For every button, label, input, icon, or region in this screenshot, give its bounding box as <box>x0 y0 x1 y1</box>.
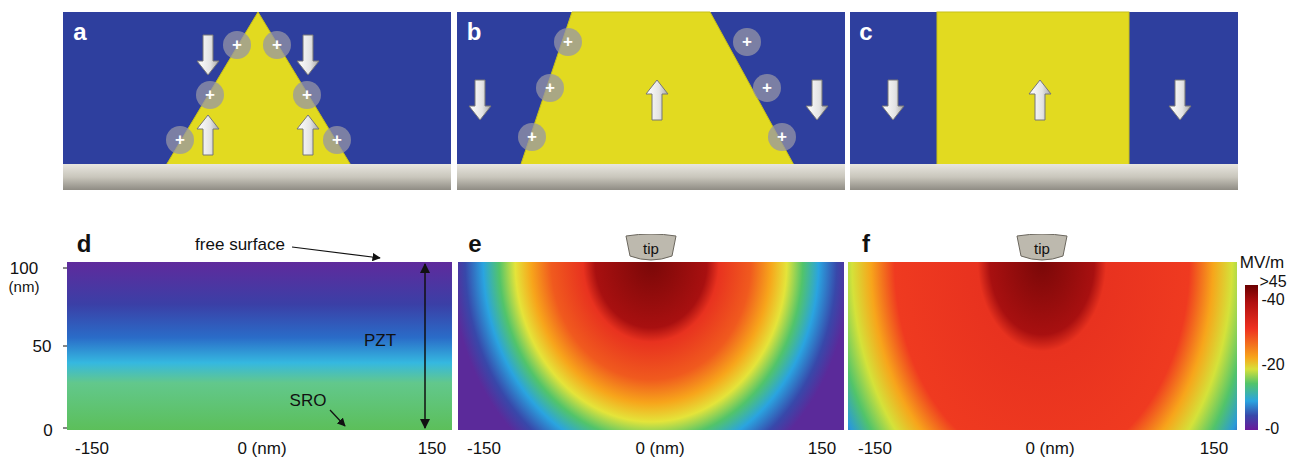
charge-sign: + <box>545 78 555 98</box>
charge-circle: + <box>263 31 291 59</box>
domain-panel <box>850 12 1238 167</box>
polarization-up-arrow <box>1029 80 1051 120</box>
tip-label: tip <box>643 240 659 257</box>
field-map <box>67 262 452 430</box>
charge-circle: + <box>166 126 194 154</box>
layer-name: SRO <box>290 392 327 409</box>
panel-letter: a <box>73 20 86 44</box>
charge-sign: + <box>527 127 537 147</box>
domain-panel <box>457 12 845 167</box>
axis-tick: -150 <box>858 440 892 457</box>
afm-tip: tip <box>625 234 677 262</box>
axis-ticks <box>63 268 67 428</box>
polarization-down-arrow <box>197 35 219 75</box>
polarization-up-arrow <box>297 115 319 155</box>
polarization-down-arrow <box>806 80 828 120</box>
panel-letter: b <box>467 20 482 44</box>
domain-panel <box>63 12 451 167</box>
polarization-down-arrow <box>882 80 904 120</box>
polarization-down-arrow <box>297 35 319 75</box>
tip-label: tip <box>1034 240 1050 257</box>
polarization-down-arrow <box>469 80 491 120</box>
charge-circle: + <box>753 74 781 102</box>
substrate <box>850 164 1238 190</box>
substrate <box>457 164 845 190</box>
annotation: free surface <box>195 236 285 253</box>
charge-sign: + <box>777 127 787 147</box>
panel-letter: d <box>77 232 92 256</box>
charge-sign: + <box>742 32 752 52</box>
colorbar-tick: -0 <box>1265 421 1279 437</box>
leader-arrow <box>330 410 345 426</box>
axis-tick: 150 <box>418 440 446 457</box>
charge-circle: + <box>293 81 321 109</box>
colorbar-tick: >45 <box>1259 274 1286 290</box>
colorbar <box>1245 285 1258 430</box>
charge-circle: + <box>536 74 564 102</box>
charge-circle: + <box>554 28 582 56</box>
axis-tick: 0 (nm) <box>1025 440 1074 457</box>
layer-name: PZT <box>364 332 396 349</box>
axis-tick: -150 <box>75 440 109 457</box>
polarization-down-arrow <box>1169 80 1191 120</box>
field-map <box>458 262 844 430</box>
charge-sign: + <box>232 35 242 55</box>
afm-tip: tip <box>1016 234 1068 262</box>
colorbar-unit: MV/m <box>1240 254 1284 271</box>
charge-circle: + <box>223 31 251 59</box>
switched-domain <box>937 12 1129 167</box>
axis-unit: (nm) <box>9 279 40 294</box>
charge-sign: + <box>762 78 772 98</box>
charge-sign: + <box>563 32 573 52</box>
substrate <box>63 164 451 190</box>
charge-sign: + <box>205 85 215 105</box>
switched-domain <box>520 12 795 167</box>
charge-circle: + <box>768 123 796 151</box>
panel-letter: e <box>468 232 481 256</box>
charge-circle: + <box>733 28 761 56</box>
charge-circle: + <box>196 81 224 109</box>
polarization-up-arrow <box>197 115 219 155</box>
panel-letter: f <box>862 232 870 256</box>
charge-sign: + <box>175 130 185 150</box>
field-map <box>848 262 1237 430</box>
colorbar-tick: -40 <box>1261 292 1284 308</box>
field-map <box>458 262 844 430</box>
axis-tick: 0 (nm) <box>635 440 684 457</box>
colorbar-tick: -20 <box>1261 357 1284 373</box>
axis-tick: -150 <box>467 440 501 457</box>
switched-domain <box>165 12 352 167</box>
axis-tick: 150 <box>1200 440 1228 457</box>
charge-sign: + <box>302 85 312 105</box>
charge-circle: + <box>518 123 546 151</box>
axis-tick: 0 (nm) <box>237 440 286 457</box>
polarization-up-arrow <box>646 80 668 120</box>
axis-tick: 50 <box>33 338 52 355</box>
charge-sign: + <box>332 130 342 150</box>
axis-tick: 0 <box>43 422 52 439</box>
panel-letter: c <box>859 20 872 44</box>
thickness-arrow <box>424 264 426 428</box>
charge-circle: + <box>323 126 351 154</box>
axis-tick: 150 <box>808 440 836 457</box>
axis-tick: 100 <box>10 260 38 277</box>
charge-sign: + <box>272 35 282 55</box>
leader-arrow <box>292 247 380 258</box>
